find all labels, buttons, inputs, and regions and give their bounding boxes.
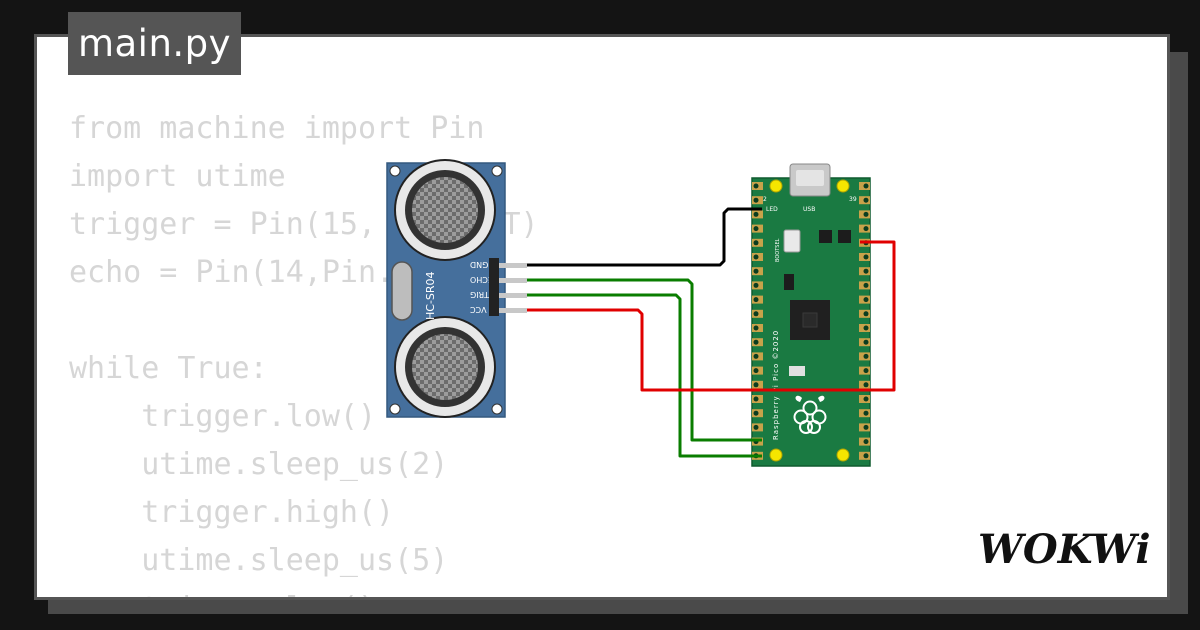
pin-hole (863, 396, 869, 402)
pin-hole (863, 197, 869, 203)
sensor-label: HC-SR04 (424, 271, 437, 320)
mount-hole (769, 179, 783, 193)
transducer-bottom (394, 316, 496, 418)
pin-hole (863, 183, 869, 189)
pin-label-trig: TRIG (470, 290, 490, 299)
pin-label-vcc: VCC (470, 305, 487, 314)
preview-card: from machine import Pin import utime trigg… (34, 34, 1170, 600)
pin-hole (753, 368, 759, 374)
led-chip (784, 274, 794, 290)
bootsel-label: BOOTSEL (775, 238, 781, 262)
mount-hole (491, 165, 503, 177)
code-line: trigger.low() (69, 399, 377, 434)
mount-hole (836, 448, 850, 462)
usb-port (796, 170, 824, 186)
usb-label: USB (803, 206, 815, 213)
pin-hole (753, 325, 759, 331)
pin-hole (863, 339, 869, 345)
pin-hole (863, 439, 869, 445)
pin-hole (863, 368, 869, 374)
pin-hole (863, 254, 869, 260)
pin-number-39: 39 (849, 196, 857, 203)
pin-hole (863, 211, 869, 217)
code-line: trigger.high() (69, 495, 395, 530)
wire-gnd[interactable] (527, 207, 762, 267)
pin-hole (863, 424, 869, 430)
led-label: LED (766, 206, 778, 213)
wire-vcc[interactable] (527, 240, 896, 392)
pin-hole (753, 410, 759, 416)
pin-hole (753, 268, 759, 274)
pin-label-echo: ECHO (470, 275, 493, 284)
pin-hole (753, 311, 759, 317)
pin-hole (863, 325, 869, 331)
pin-hole (863, 297, 869, 303)
chip-small (838, 230, 851, 243)
file-tab[interactable]: main.py (68, 12, 241, 75)
pin-hole (753, 197, 759, 203)
wires (527, 207, 896, 458)
pin-hole (753, 240, 759, 246)
pin-hole (753, 353, 759, 359)
pico-board[interactable]: USB LED 2 39 BOOTSEL Raspberry Pi Pico ©… (751, 163, 871, 467)
pin-hole (753, 339, 759, 345)
sensor-header-pins[interactable] (489, 258, 527, 316)
pin-hole (753, 183, 759, 189)
crystal (789, 366, 805, 376)
mount-hole (389, 403, 401, 415)
code-line: trigger.low() (69, 585, 539, 597)
pin-number-2: 2 (763, 196, 767, 203)
pin-hole (753, 382, 759, 388)
logo-text: WOKWi (978, 526, 1151, 573)
pin-hole (863, 282, 869, 288)
wokwi-logo: WOKWi (978, 526, 1151, 573)
wire-trig[interactable] (527, 293, 762, 458)
pin-hole (753, 282, 759, 288)
pin-hole (753, 254, 759, 260)
mount-hole (836, 179, 850, 193)
pin-pads-left[interactable] (752, 182, 763, 460)
mount-hole (491, 403, 503, 415)
code-listing: from machine import Pin import utime trigg… (69, 105, 539, 597)
pin-hole (863, 226, 869, 232)
pin-hole (863, 410, 869, 416)
pin-label-gnd: GND (470, 260, 488, 269)
pin-hole (753, 211, 759, 217)
bootsel-button[interactable] (783, 229, 801, 253)
pin-hole (753, 297, 759, 303)
pin-hole (863, 382, 869, 388)
crystal-oscillator (391, 261, 413, 321)
pin-hole (753, 424, 759, 430)
code-line: import utime (69, 159, 286, 194)
mount-hole (769, 448, 783, 462)
wire-echo[interactable] (527, 278, 762, 442)
transducer-top (394, 159, 496, 261)
pin-hole (863, 353, 869, 359)
board-side-label: Raspberry Pi Pico ©2020 (772, 330, 780, 440)
rp2040-logo (802, 312, 818, 328)
pin-pads-right[interactable] (859, 182, 870, 460)
mount-hole (389, 165, 401, 177)
code-line: utime.sleep_us(5) (69, 543, 449, 578)
code-line: from machine import Pin (69, 111, 485, 146)
chip-small (819, 230, 832, 243)
pin-hole (863, 453, 869, 459)
raspberry-logo-icon (793, 395, 827, 434)
pin-hole (753, 396, 759, 402)
pin-hole (863, 268, 869, 274)
code-line: utime.sleep_us(2) (69, 447, 449, 482)
ultrasonic-sensor[interactable]: HC-SR04 GND ECHO TRIG VCC (386, 159, 527, 418)
code-line: while True: (69, 351, 268, 386)
pin-hole (863, 311, 869, 317)
pin-hole (753, 226, 759, 232)
